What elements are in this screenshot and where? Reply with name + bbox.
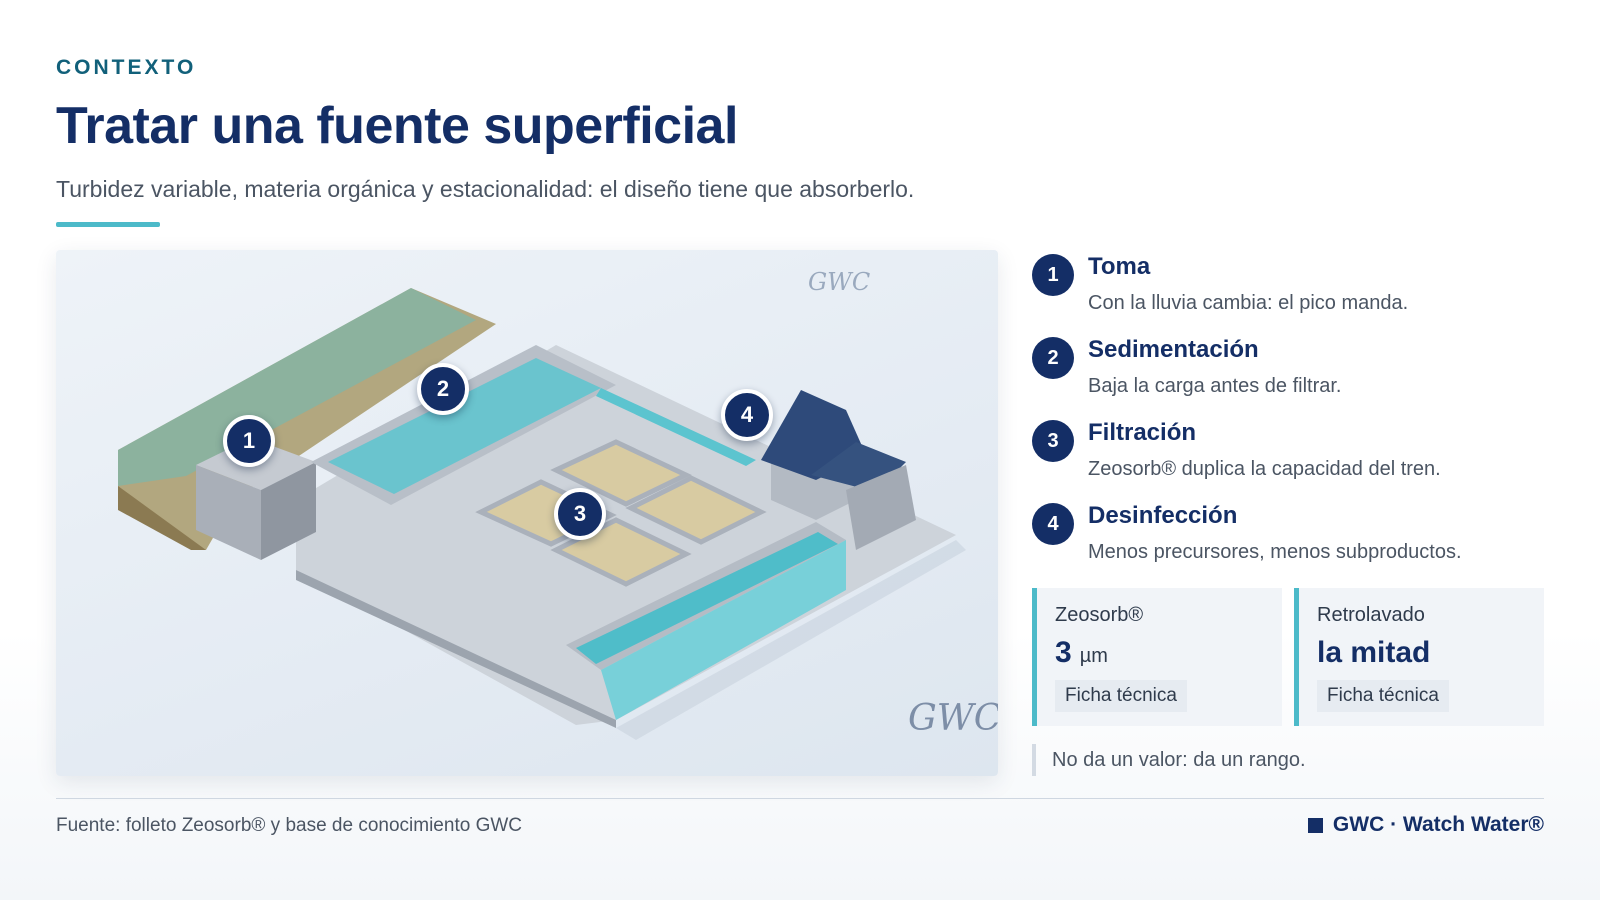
ground-shadow bbox=[616, 540, 966, 740]
eyebrow: CONTEXTO bbox=[56, 56, 197, 79]
plant-platform-side bbox=[296, 570, 616, 728]
intake-side bbox=[261, 462, 316, 560]
stat-card-zeosorb: Zeosorb® 3 µm Ficha técnica bbox=[1032, 588, 1282, 726]
card-value: la mitad bbox=[1317, 636, 1430, 670]
brand-name: GWC · Watch Water® bbox=[1332, 813, 1544, 836]
side-building bbox=[846, 465, 916, 550]
treatment-plant-drawing bbox=[118, 288, 966, 740]
marker-4: 4 bbox=[721, 389, 773, 441]
step-description: Zeosorb® duplica la capacidad del tren. bbox=[1088, 458, 1441, 480]
marker-3: 3 bbox=[554, 488, 606, 540]
datasheet-chip[interactable]: Ficha técnica bbox=[1055, 680, 1187, 712]
stat-card-backwash: Retrolavado la mitad Ficha técnica bbox=[1294, 588, 1544, 726]
step-intake: 1 Toma Con la lluvia cambia: el pico man… bbox=[1032, 250, 1552, 333]
step-number: 2 bbox=[1032, 337, 1074, 379]
watermark-bottom: GWC bbox=[908, 698, 998, 739]
step-title: Desinfección bbox=[1088, 502, 1238, 529]
card-label: Zeosorb® bbox=[1055, 604, 1144, 626]
step-disinfection: 4 Desinfección Menos precursores, menos … bbox=[1032, 499, 1552, 582]
card-value: 3 µm bbox=[1055, 636, 1108, 670]
footer-brand: GWC · Watch Water® bbox=[1307, 813, 1544, 837]
step-number: 1 bbox=[1032, 254, 1074, 296]
stat-cards: Zeosorb® 3 µm Ficha técnica Retrolavado l… bbox=[1032, 588, 1544, 726]
filter-2 bbox=[625, 475, 767, 545]
step-number: 4 bbox=[1032, 503, 1074, 545]
marker-1: 1 bbox=[223, 415, 275, 467]
river-earth-side bbox=[118, 486, 206, 550]
card-label: Retrolavado bbox=[1317, 604, 1425, 626]
datasheet-chip[interactable]: Ficha técnica bbox=[1317, 680, 1449, 712]
page-subtitle: Turbidez variable, materia orgánica y es… bbox=[56, 176, 915, 202]
step-filtration: 3 Filtración Zeosorb® duplica la capacid… bbox=[1032, 416, 1552, 499]
channel bbox=[596, 388, 756, 466]
card-value-unit: µm bbox=[1079, 645, 1108, 667]
step-description: Baja la carga antes de filtrar. bbox=[1088, 375, 1342, 397]
step-number: 3 bbox=[1032, 420, 1074, 462]
steps-list: 1 Toma Con la lluvia cambia: el pico man… bbox=[1032, 250, 1552, 582]
footer-divider bbox=[56, 798, 1544, 799]
accent-rule bbox=[56, 222, 160, 227]
square-icon bbox=[1307, 817, 1323, 833]
step-description: Con la lluvia cambia: el pico manda. bbox=[1088, 292, 1409, 314]
plant-illustration: 1 2 3 4 GWC GWC bbox=[56, 250, 998, 776]
watermark-top: GWC bbox=[808, 268, 871, 296]
step-description: Menos precursores, menos subproductos. bbox=[1088, 541, 1462, 563]
river-water bbox=[118, 288, 476, 486]
step-title: Toma bbox=[1088, 253, 1151, 280]
sedimentation-water bbox=[328, 358, 601, 494]
page-title: Tratar una fuente superficial bbox=[56, 97, 738, 155]
marker-2: 2 bbox=[417, 363, 469, 415]
card-value-number: 3 bbox=[1055, 636, 1072, 669]
step-title: Sedimentación bbox=[1088, 336, 1259, 363]
footer-source: Fuente: folleto Zeosorb® y base de conoc… bbox=[56, 815, 523, 836]
intake-front bbox=[196, 465, 261, 560]
range-note: No da un valor: da un rango. bbox=[1032, 744, 1306, 776]
filter-1 bbox=[550, 439, 692, 507]
clearwell-front bbox=[601, 540, 846, 720]
step-title: Filtración bbox=[1088, 419, 1197, 446]
card-value-number: la mitad bbox=[1317, 636, 1431, 669]
step-sedimentation: 2 Sedimentación Baja la carga antes de f… bbox=[1032, 333, 1552, 416]
clearwell-water bbox=[576, 532, 838, 664]
